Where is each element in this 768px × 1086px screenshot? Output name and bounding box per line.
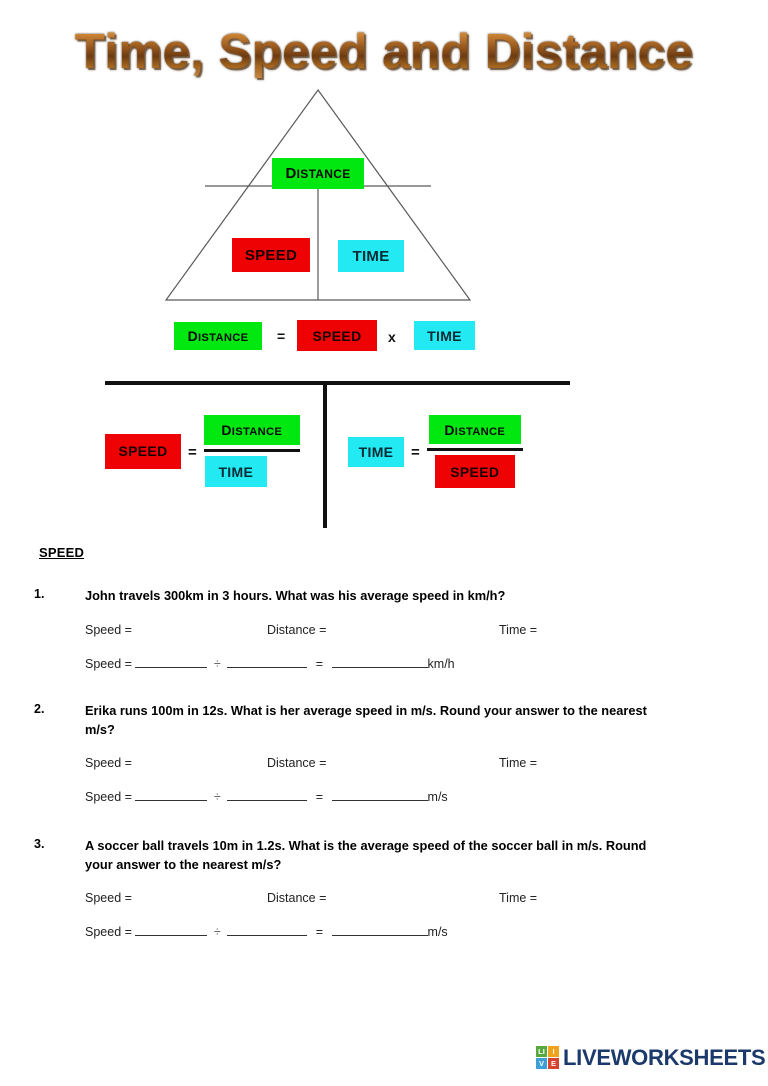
speed-formula-denominator: TIME xyxy=(204,456,267,487)
answer-divide-symbol: ÷ xyxy=(213,790,221,804)
question-answer-row: Speed = ÷ = km/h xyxy=(85,657,455,671)
answer-equals-symbol: = xyxy=(315,790,324,804)
answer-blank-distance[interactable] xyxy=(135,667,208,668)
speed-triangle-diagram: DISTANCE SPEED TIME xyxy=(0,88,768,313)
question-number: 3. xyxy=(34,837,45,851)
question-text: Erika runs 100m in 12s. What is her aver… xyxy=(85,703,647,737)
speed-formula: SPEED = DISTANCE TIME xyxy=(105,415,300,487)
triangle-speed-chip: SPEED xyxy=(232,238,310,272)
liveworksheets-logo[interactable]: LI I V E LIVEWORKSHEETS xyxy=(536,1044,766,1070)
answer-divide-symbol: ÷ xyxy=(213,925,221,939)
speed-formula-distance-chip: DISTANCE xyxy=(203,415,300,445)
answer-blank-distance[interactable] xyxy=(135,935,208,936)
speed-formula-numerator: DISTANCE xyxy=(203,415,300,445)
time-formula-speed-chip: SPEED xyxy=(434,455,515,488)
logo-cell-e: E xyxy=(548,1058,559,1069)
speed-formula-subject-wrap: SPEED xyxy=(105,433,181,469)
answer-speed-label: Speed = xyxy=(85,925,132,939)
speed-formula-subject-chip: SPEED xyxy=(105,433,181,469)
speed-formula-distance-label: DISTANCE xyxy=(221,422,283,438)
page-title-container: Time, Speed and Distance xyxy=(0,26,768,79)
question-number: 2. xyxy=(34,702,45,716)
answer-unit-label: km/h xyxy=(427,657,455,671)
equation-equals-sign: = xyxy=(277,328,286,344)
distance-equation-row: DISTANCE = SPEED x TIME xyxy=(0,320,768,360)
answer-blank-result[interactable] xyxy=(331,800,428,801)
triangle-distance-chip: DISTANCE xyxy=(272,158,364,189)
equation-time-chip: TIME xyxy=(414,321,475,350)
logo-cell-v: V xyxy=(536,1058,547,1069)
variable-time-label: Time = xyxy=(499,756,538,770)
equation-multiply-sign: x xyxy=(388,329,396,345)
triangle-distance-label: DISTANCE xyxy=(285,165,351,182)
speed-formula-fraction-bar xyxy=(203,449,300,452)
variable-distance-label: Distance = xyxy=(267,623,327,637)
answer-divide-symbol: ÷ xyxy=(213,657,221,671)
speed-formula-time-chip: TIME xyxy=(204,456,267,487)
time-formula-distance-chip: DISTANCE xyxy=(428,415,521,444)
logo-cell-i: I xyxy=(548,1046,559,1057)
question-text: John travels 300km in 3 hours. What was … xyxy=(85,588,506,603)
equation-distance-chip: DISTANCE xyxy=(174,322,262,350)
answer-blank-result[interactable] xyxy=(331,667,428,668)
answer-unit-label: m/s xyxy=(427,790,448,804)
speed-formula-fraction: DISTANCE TIME xyxy=(203,415,300,487)
liveworksheets-logo-text: LIVEWORKSHEETS xyxy=(563,1044,766,1070)
answer-blank-result[interactable] xyxy=(331,935,428,936)
variable-speed-label: Speed = xyxy=(85,623,132,637)
variable-time-label: Time = xyxy=(499,891,538,905)
variable-speed-label: Speed = xyxy=(85,891,132,905)
triangle-time-chip: TIME xyxy=(338,240,404,272)
answer-speed-label: Speed = xyxy=(85,790,132,804)
answer-equals-symbol: = xyxy=(315,925,324,939)
liveworksheets-logo-icon: LI I V E xyxy=(536,1046,559,1069)
logo-cell-l: LI xyxy=(536,1046,547,1057)
equation-distance-label: DISTANCE xyxy=(187,328,249,344)
variable-distance-label: Distance = xyxy=(267,891,327,905)
time-formula-distance-label: DISTANCE xyxy=(444,421,506,438)
time-formula-subject-chip: TIME xyxy=(348,436,404,467)
time-formula-equals: = xyxy=(411,444,420,461)
question-number: 1. xyxy=(34,587,45,601)
variable-time-label: Time = xyxy=(499,623,538,637)
variable-speed-label: Speed = xyxy=(85,756,132,770)
equation-speed-chip: SPEED xyxy=(297,320,377,351)
answer-blank-time[interactable] xyxy=(227,935,308,936)
time-formula-subject-wrap: TIME xyxy=(348,436,404,467)
time-formula-numerator: DISTANCE xyxy=(428,415,521,444)
time-formula-denominator: SPEED xyxy=(434,455,515,488)
answer-unit-label: m/s xyxy=(427,925,448,939)
formula-divider-rules xyxy=(105,381,570,528)
question-answer-row: Speed = ÷ = m/s xyxy=(85,925,448,939)
answer-blank-time[interactable] xyxy=(227,667,308,668)
section-heading-speed: SPEED xyxy=(39,545,85,560)
time-formula: TIME = DISTANCE SPEED xyxy=(348,415,523,488)
page-title: Time, Speed and Distance xyxy=(74,25,694,79)
answer-blank-distance[interactable] xyxy=(135,800,208,801)
triangle-outline-svg xyxy=(164,88,472,301)
question-text: A soccer ball travels 10m in 1.2s. What … xyxy=(85,838,647,872)
speed-formula-equals: = xyxy=(188,443,197,461)
time-formula-fraction-bar xyxy=(426,448,523,451)
answer-blank-time[interactable] xyxy=(227,800,308,801)
time-formula-fraction: DISTANCE SPEED xyxy=(426,415,523,488)
answer-speed-label: Speed = xyxy=(85,657,132,671)
question-answer-row: Speed = ÷ = m/s xyxy=(85,790,448,804)
variable-distance-label: Distance = xyxy=(267,756,327,770)
answer-equals-symbol: = xyxy=(315,657,324,671)
